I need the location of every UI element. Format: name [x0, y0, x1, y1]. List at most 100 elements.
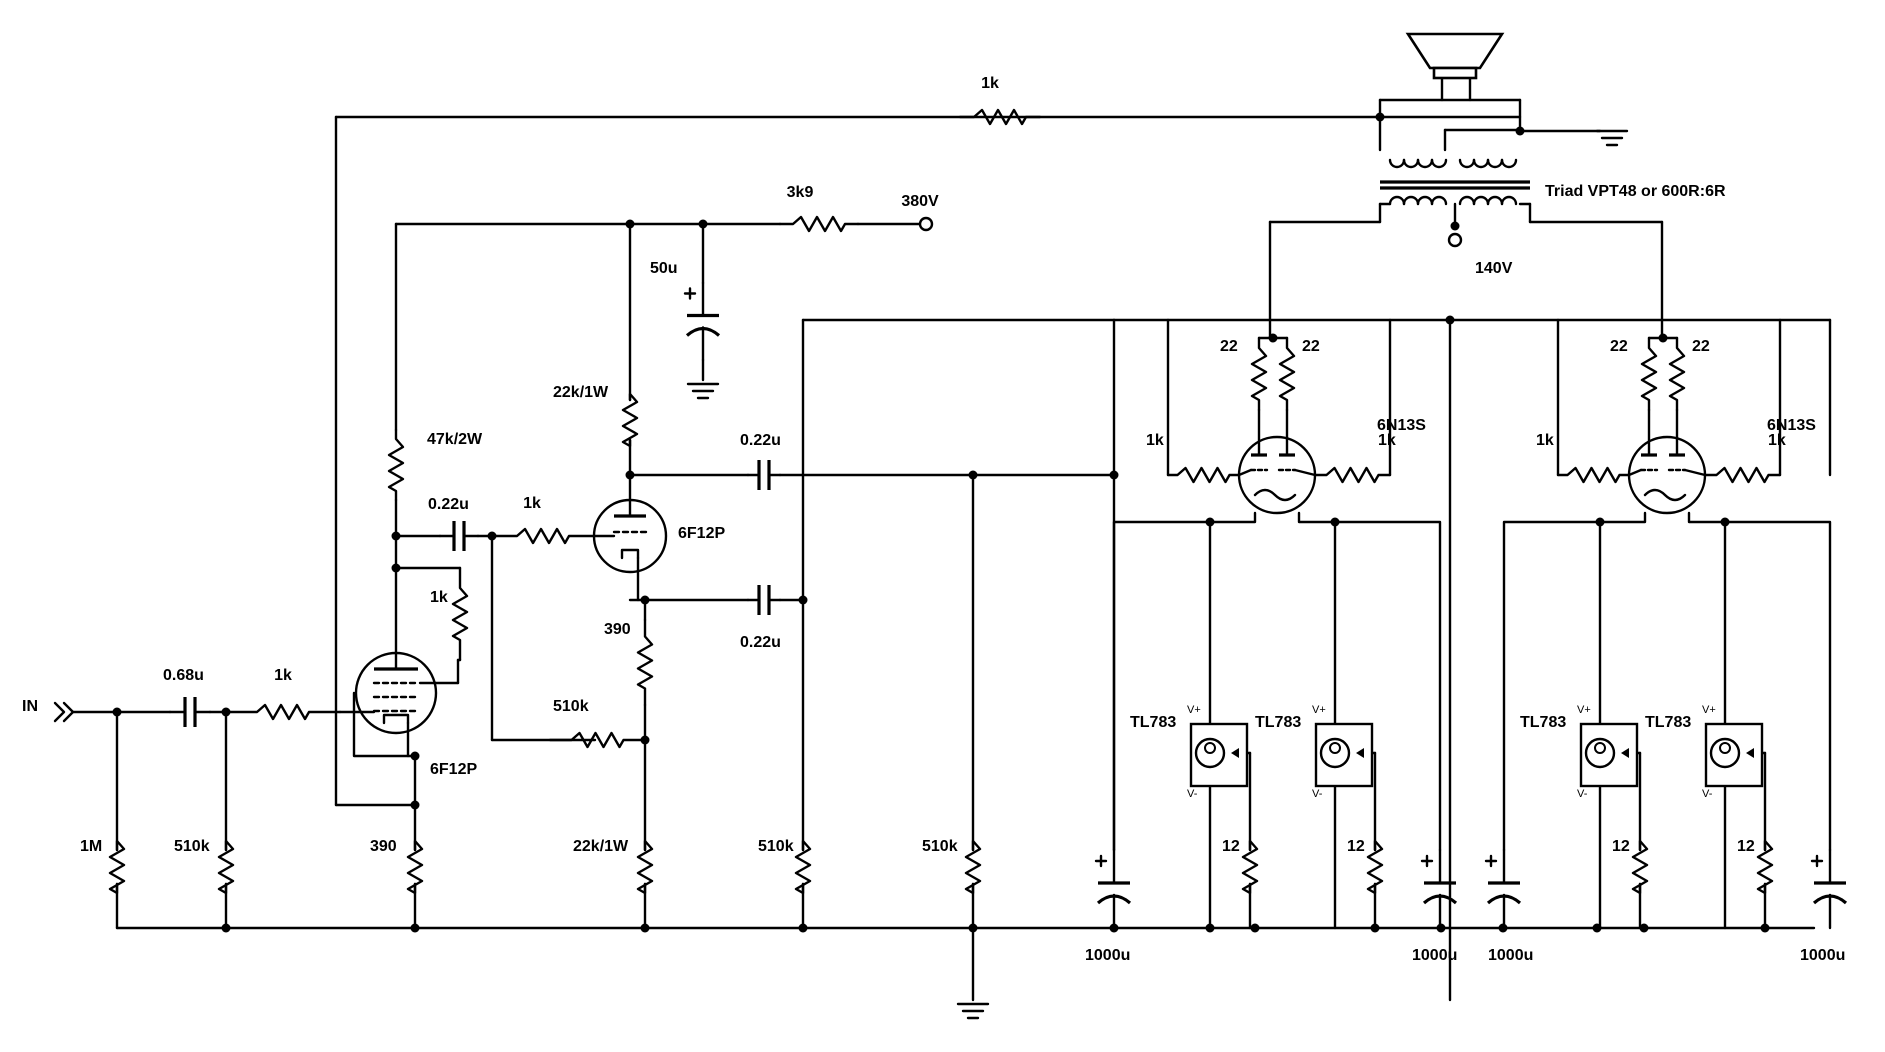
- plate-resistor-47k: [387, 428, 405, 502]
- wire-segment: [1486, 894, 1522, 905]
- ccs2-vminus-label: V-: [1312, 788, 1323, 800]
- transformer-primary: [1402, 195, 1420, 206]
- left-plate-resistor-2: [1278, 336, 1296, 412]
- ccs2-vplus-label: V+: [1312, 704, 1326, 716]
- supply-voltage-label: 380V: [901, 193, 939, 210]
- left-ccs2-label: TL783: [1255, 714, 1301, 731]
- right-plate-resistor-2: [1668, 336, 1686, 412]
- input-1m-resistor: [108, 839, 126, 895]
- left-cathode-resistor-2: [1366, 839, 1384, 895]
- junction-dot: [625, 219, 635, 229]
- speaker-ground-icon: [1595, 129, 1629, 147]
- center-tap-terminal-icon: [1447, 232, 1463, 248]
- transformer-secondary: [1472, 158, 1490, 169]
- feedback-resistor: [958, 108, 1042, 126]
- left-plate-r1-label: 22: [1220, 338, 1238, 355]
- tube-v1-cathode: [382, 713, 410, 725]
- transformer-primary: [1416, 195, 1434, 206]
- wire-segment: [1422, 894, 1458, 905]
- right-cathode-lead-1: [1502, 511, 1647, 852]
- ccs3-vplus-label: V+: [1577, 704, 1591, 716]
- coupling-cap-1-label: 0.22u: [428, 496, 469, 513]
- transformer-secondary: [1430, 158, 1448, 169]
- right-ccs2-label: TL783: [1645, 714, 1691, 731]
- right-ccs-2-source-icon: [1719, 742, 1731, 754]
- wire-segment: [1237, 468, 1253, 477]
- grid-leak-resistor-a: [794, 839, 812, 895]
- left-grid-r1-label: 1k: [1146, 432, 1164, 449]
- cathode-resistor-v2: [636, 618, 654, 707]
- cathode-load-v2: [636, 839, 654, 895]
- transformer-primary: [1500, 195, 1518, 206]
- main-ground-icon: [956, 1002, 990, 1020]
- cathode-resistor-v1: [406, 839, 424, 895]
- input-arrow-icon: [53, 701, 66, 723]
- left-cathode-lead-1: [1112, 511, 1257, 852]
- circuit-wires: [71, 76, 1832, 1002]
- left-grid-r2-label: 1k: [1378, 432, 1396, 449]
- right-cathode-r2-label: 12: [1737, 838, 1755, 855]
- left-ccs-2-adj-arrow-icon: [1356, 748, 1364, 758]
- right-ccs1-label: TL783: [1520, 714, 1566, 731]
- wire-segment: [685, 326, 721, 337]
- right-cathode-resistor-2: [1756, 839, 1774, 895]
- transformer-secondary: [1486, 158, 1504, 169]
- coupling-capacitor-1: [438, 521, 480, 551]
- junction-dot: [1109, 470, 1119, 480]
- right-cathode-resistor-1: [1631, 839, 1649, 895]
- right-plate-r1-label: 22: [1610, 338, 1628, 355]
- wire-segment: [1293, 468, 1317, 477]
- supply-capacitor-50u: [683, 281, 721, 362]
- right-bypass-c2-label: 1000u: [1800, 947, 1845, 964]
- grid-leak-a-label: 510k: [758, 838, 794, 855]
- transformer-primary: [1430, 195, 1448, 206]
- input-resistor: [224, 703, 342, 721]
- right-plate-resistor-1: [1640, 336, 1658, 412]
- grid-leak-b-label: 510k: [922, 838, 958, 855]
- input-resistor-label: 1k: [274, 667, 292, 684]
- component-labels: IN 1k 3k9 380V 50u 140V Triad VPT48 or 6…: [22, 75, 1845, 964]
- plate-resistor-v2: [621, 392, 639, 448]
- junction-dot: [391, 563, 401, 573]
- left-ccs-1-adj-arrow-icon: [1231, 748, 1239, 758]
- circuit-components: [53, 32, 1848, 1020]
- right-tube-heater: [1643, 488, 1687, 502]
- feedback-resistor-label: 1k: [981, 75, 999, 92]
- left-bypass-capacitor-1: [1094, 848, 1132, 930]
- cathode-load-v2-label: 22k/1W: [573, 838, 629, 855]
- right-grid-resistor-1: [1556, 466, 1631, 484]
- right-cathode-lead-2: [1687, 511, 1832, 852]
- right-bypass-capacitor-1: [1484, 848, 1522, 930]
- left-grid-resistor-1: [1166, 466, 1241, 484]
- left-output-tube: [1237, 435, 1317, 515]
- left-bypass-c1-label: 1000u: [1085, 947, 1130, 964]
- ccs1-vplus-label: V+: [1187, 704, 1201, 716]
- right-bypass-c1-label: 1000u: [1488, 947, 1533, 964]
- wire-segment: [1096, 894, 1132, 905]
- center-tap-voltage-label: 140V: [1475, 260, 1513, 277]
- ccs4-vplus-label: V+: [1702, 704, 1716, 716]
- plate-resistor-v2-label: 22k/1W: [553, 384, 609, 401]
- feedback-510k-label: 510k: [553, 698, 589, 715]
- left-grid-resistor-2: [1313, 466, 1392, 484]
- transformer-primary: [1458, 195, 1476, 206]
- input-510k-label: 510k: [174, 838, 210, 855]
- input-capacitor: [168, 697, 212, 727]
- left-cathode-lead-2: [1297, 511, 1442, 852]
- junction-dot: [1250, 923, 1260, 933]
- junction-dot: [221, 923, 231, 933]
- transformer-secondary: [1416, 158, 1434, 169]
- left-bypass-c2-label: 1000u: [1412, 947, 1457, 964]
- left-cathode-resistor-1: [1241, 839, 1259, 895]
- cathode-tie: [352, 691, 417, 758]
- left-ccs-2-source-icon: [1329, 742, 1341, 754]
- wire-segment: [1683, 468, 1707, 477]
- left-bypass-capacitor-2: [1420, 848, 1458, 930]
- right-grid-resistor-2: [1703, 466, 1782, 484]
- left-cathode-r2-label: 12: [1347, 838, 1365, 855]
- supply-capacitor-label: 50u: [650, 260, 678, 277]
- left-ccs1-label: TL783: [1130, 714, 1176, 731]
- plate-resistor-v1-label: 47k/2W: [427, 431, 483, 448]
- left-plate-r2-label: 22: [1302, 338, 1320, 355]
